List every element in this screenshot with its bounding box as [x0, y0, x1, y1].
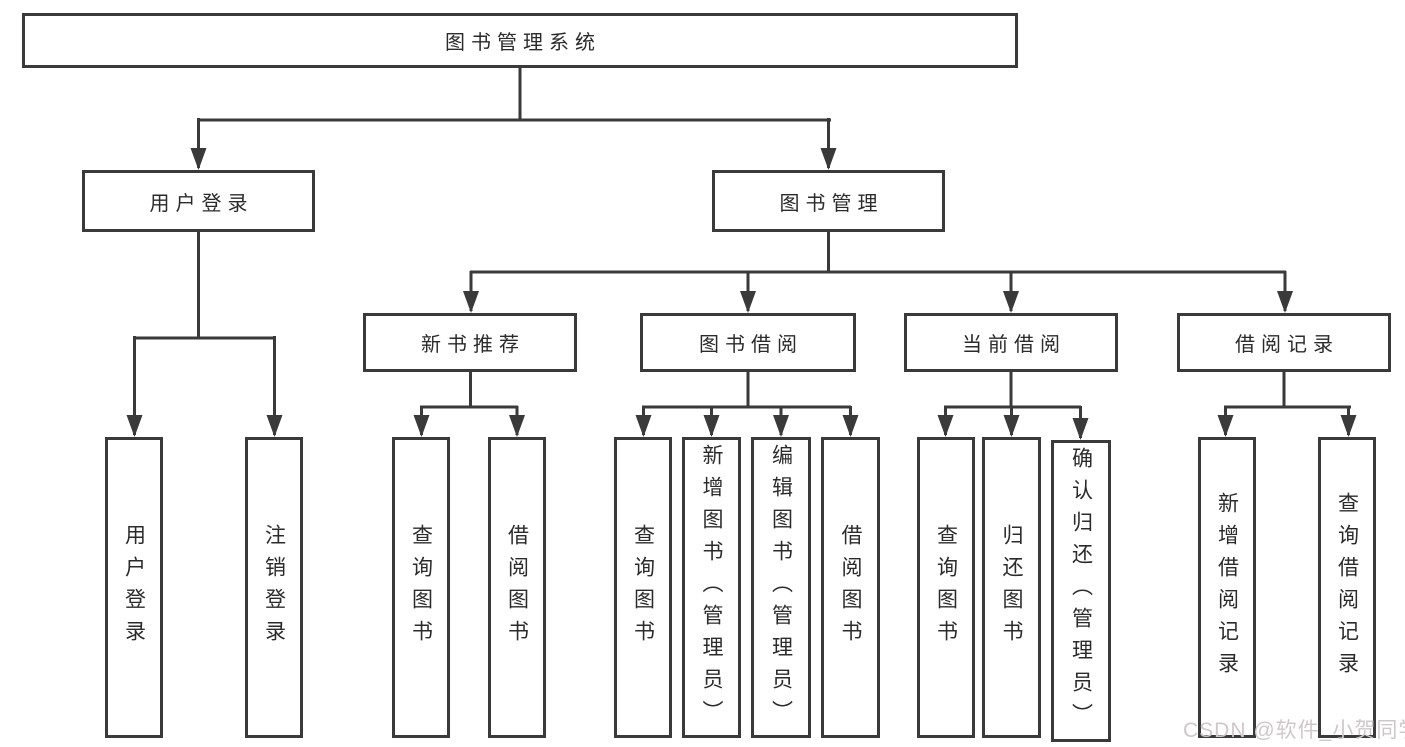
arrowhead-icon — [1217, 415, 1234, 437]
leaf-borrow-books-2: 借阅图书 — [821, 437, 880, 738]
arrowhead-icon — [842, 415, 859, 437]
node-label: 查询图书 — [409, 523, 433, 652]
node-label: 图书管理 — [779, 192, 884, 215]
node-label: 当前借阅 — [962, 334, 1066, 356]
arrowhead-icon — [635, 415, 652, 437]
node-label: 图书管理系统 — [445, 32, 601, 54]
node-label: 新书推荐 — [421, 334, 525, 356]
node-label: 用户登录 — [149, 192, 254, 215]
node-new-book-recommendation: 新书推荐 — [363, 313, 577, 372]
leaf-query-borrow-record: 查询借阅记录 — [1318, 437, 1376, 738]
node-label: 新增借阅记录 — [1215, 491, 1239, 684]
leaf-query-books-2: 查询图书 — [614, 437, 672, 738]
node-label: 借阅记录 — [1235, 334, 1339, 356]
arrowhead-icon — [820, 148, 837, 170]
arrowhead-icon — [740, 291, 756, 313]
arrowhead-icon — [509, 415, 525, 437]
arrowhead-icon — [126, 415, 143, 437]
node-label: 查询借阅记录 — [1335, 491, 1359, 684]
node-label: 用户登录 — [122, 523, 146, 652]
node-label: 注销登录 — [262, 523, 286, 652]
leaf-query-books-3: 查询图书 — [917, 437, 975, 738]
node-root: 图书管理系统 — [22, 13, 1018, 68]
arrowhead-icon — [190, 148, 207, 170]
node-label: 新增图书（管理员） — [700, 443, 723, 732]
leaf-query-books-1: 查询图书 — [392, 437, 450, 738]
leaf-add-borrow-record: 新增借阅记录 — [1198, 437, 1256, 738]
node-user-login: 用户登录 — [82, 170, 315, 232]
arrowhead-icon — [1340, 415, 1357, 437]
node-label: 编辑图书（管理员） — [769, 443, 793, 732]
arrowhead-icon — [463, 291, 479, 313]
node-label: 借阅图书 — [839, 523, 862, 652]
node-label: 确认归还（管理员） — [1069, 447, 1093, 735]
node-book-borrowing: 图书借阅 — [640, 313, 856, 372]
leaf-add-book-admin: 新增图书（管理员） — [682, 437, 741, 738]
arrowhead-icon — [703, 415, 720, 437]
arrowhead-icon — [937, 415, 954, 437]
leaf-borrow-books-1: 借阅图书 — [488, 437, 546, 738]
node-book-management: 图书管理 — [712, 170, 945, 232]
leaf-return-books: 归还图书 — [982, 437, 1041, 738]
node-label: 图书借阅 — [699, 334, 803, 356]
arrowhead-icon — [266, 415, 283, 437]
arrowhead-icon — [1003, 415, 1020, 437]
leaf-user-login: 用户登录 — [105, 437, 163, 738]
node-label: 归还图书 — [1000, 523, 1023, 652]
leaf-logout: 注销登录 — [245, 437, 303, 738]
arrowhead-icon — [1072, 418, 1089, 440]
arrowhead-icon — [1277, 291, 1293, 313]
node-label: 借阅图书 — [505, 523, 529, 652]
arrowhead-icon — [1003, 291, 1019, 313]
leaf-edit-book-admin: 编辑图书（管理员） — [751, 437, 811, 738]
leaf-confirm-return-admin: 确认归还（管理员） — [1051, 440, 1111, 742]
arrowhead-icon — [773, 415, 789, 437]
node-label: 查询图书 — [934, 523, 958, 652]
watermark: CSDN @软件_小贺同学 — [1183, 719, 1405, 742]
node-label: 查询图书 — [631, 523, 655, 652]
node-current-borrowing: 当前借阅 — [904, 313, 1118, 372]
arrowhead-icon — [413, 415, 430, 437]
node-borrowing-records: 借阅记录 — [1177, 313, 1391, 372]
